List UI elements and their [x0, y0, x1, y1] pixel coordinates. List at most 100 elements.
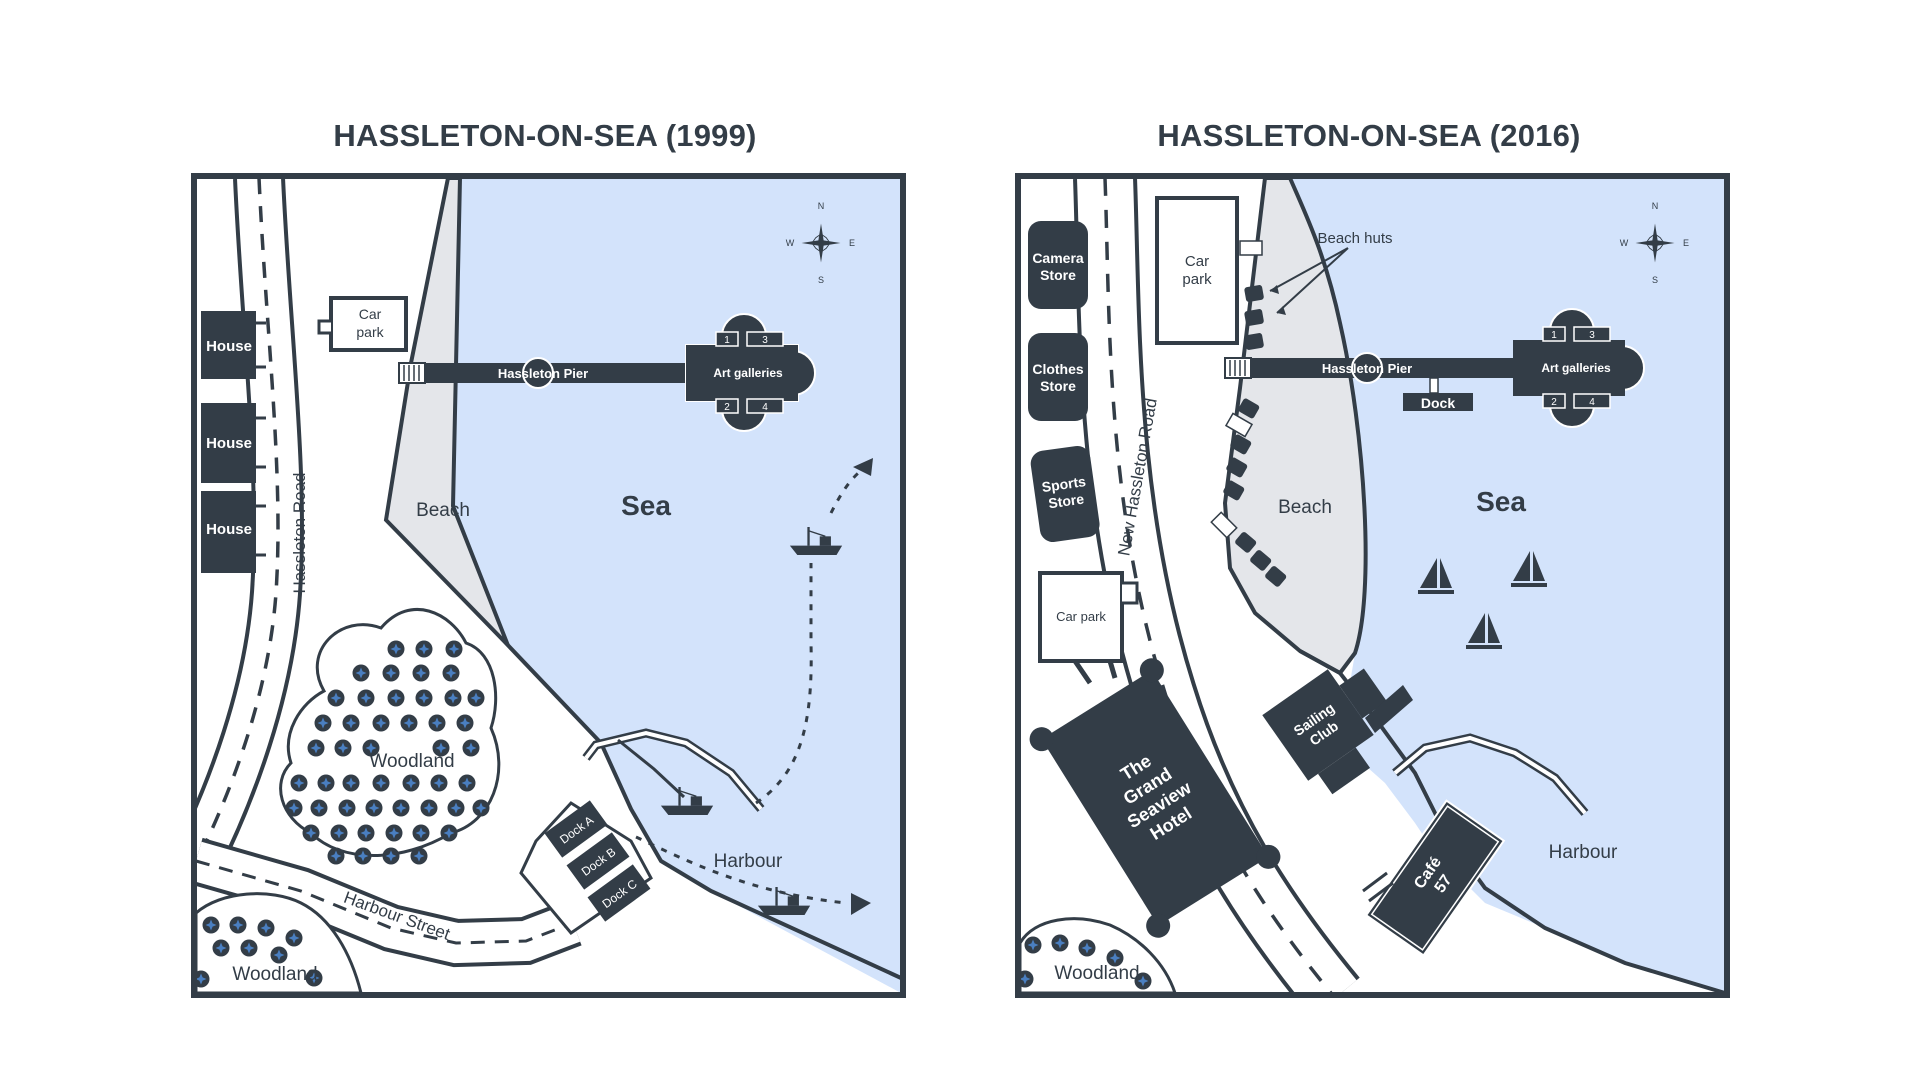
tree-icon [372, 714, 390, 732]
tree-icon [412, 664, 430, 682]
house-1: House [201, 311, 266, 379]
tree-icon [1024, 936, 1042, 954]
tree-icon [240, 939, 258, 957]
map-title-1999: HASSLETON-ON-SEA (1999) [333, 118, 757, 153]
tree-icon [354, 847, 372, 865]
svg-text:park: park [1182, 271, 1212, 288]
svg-text:3: 3 [1589, 330, 1595, 341]
tree-icon [365, 799, 383, 817]
svg-text:Sports: Sports [1041, 473, 1087, 495]
tree-icon [1106, 949, 1124, 967]
svg-text:Hassleton Pier: Hassleton Pier [498, 366, 588, 381]
tree-icon [327, 847, 345, 865]
car-park-bottom: Car park [1038, 571, 1139, 663]
woodland-small-trees [192, 916, 323, 988]
tree-icon [342, 774, 360, 792]
map-title-2016: HASSLETON-ON-SEA (2016) [1157, 118, 1581, 153]
sailboat-icon [1511, 551, 1547, 587]
svg-text:Car: Car [359, 306, 382, 322]
cafe-57: Café 57 [1364, 799, 1506, 957]
svg-text:House: House [206, 435, 252, 452]
svg-text:1: 1 [1551, 330, 1557, 341]
tree-icon [1134, 972, 1152, 990]
tree-icon [462, 739, 480, 757]
tree-icon [415, 689, 433, 707]
svg-text:park: park [356, 324, 384, 340]
tree-icon [285, 799, 303, 817]
tree-icon [202, 916, 220, 934]
tree-icon [1051, 934, 1069, 952]
svg-text:Camera: Camera [1032, 250, 1084, 266]
sea-label: Sea [621, 490, 671, 521]
clothes-store: Clothes Store [1028, 333, 1088, 421]
art-galleries: 1 3 2 4 Art galleries [1513, 308, 1645, 428]
sports-store: Sports Store [1030, 445, 1100, 543]
tree-icon [330, 824, 348, 842]
tree-icon [428, 714, 446, 732]
svg-text:2: 2 [724, 402, 730, 413]
svg-text:Car park: Car park [1056, 609, 1106, 624]
map-2016: New Hassleton Road Camera Store Clothes … [1015, 173, 1730, 998]
woodland-trees [285, 640, 490, 865]
svg-text:House: House [206, 521, 252, 538]
tree-icon [415, 640, 433, 658]
beach-label: Beach [1278, 497, 1332, 518]
tree-icon [440, 824, 458, 842]
svg-text:House: House [206, 338, 252, 355]
tree-icon [400, 714, 418, 732]
dock: Dock [1403, 377, 1473, 411]
tree-icon [1078, 939, 1096, 957]
tree-icon [402, 774, 420, 792]
tree-icon [382, 847, 400, 865]
beach-huts-pointer [1269, 247, 1349, 314]
house-2: House [201, 403, 266, 483]
svg-text:Store: Store [1040, 267, 1076, 283]
tree-icon [357, 824, 375, 842]
harbour-label: Harbour [1549, 842, 1618, 863]
art-galleries: 1 3 2 4 Art galleries [685, 313, 816, 432]
hassleton-pier: Hassleton Pier [398, 357, 689, 389]
tree-icon [412, 824, 430, 842]
svg-text:1: 1 [724, 335, 730, 346]
svg-text:Car: Car [1185, 253, 1209, 270]
tree-icon [458, 774, 476, 792]
svg-text:4: 4 [762, 402, 768, 413]
tree-icon [352, 664, 370, 682]
car-park: Car park [317, 296, 408, 352]
tree-icon [302, 824, 320, 842]
svg-text:S: S [818, 275, 824, 285]
tree-icon [387, 689, 405, 707]
camera-store: Camera Store [1028, 221, 1088, 309]
house-3: House [201, 491, 266, 573]
svg-text:Hassleton Pier: Hassleton Pier [1322, 361, 1412, 376]
woodland-label: Woodland [369, 751, 454, 772]
tree-icon [310, 799, 328, 817]
grand-seaview-hotel: The Grand Seaview Hotel [1029, 658, 1281, 938]
tree-icon [285, 929, 303, 947]
tree-icon [392, 799, 410, 817]
hassleton-pier: Hassleton Pier [1224, 352, 1515, 384]
tree-icon [212, 939, 230, 957]
tree-icon [334, 739, 352, 757]
beach-label: Beach [416, 500, 470, 521]
svg-text:Dock: Dock [1421, 395, 1455, 411]
tree-icon [342, 714, 360, 732]
tree-icon [410, 847, 428, 865]
tree-icon [307, 739, 325, 757]
tree-icon [382, 664, 400, 682]
svg-text:S: S [1652, 275, 1658, 285]
tree-icon [327, 689, 345, 707]
sea-label: Sea [1476, 486, 1526, 517]
tree-icon [445, 640, 463, 658]
tree-icon [290, 774, 308, 792]
svg-text:N: N [818, 201, 825, 211]
svg-text:2: 2 [1551, 397, 1557, 408]
tree-icon [472, 799, 490, 817]
tree-icon [372, 774, 390, 792]
svg-text:Store: Store [1047, 490, 1085, 511]
tree-icon [314, 714, 332, 732]
tree-icon [444, 689, 462, 707]
svg-text:E: E [1683, 238, 1689, 248]
map-frame [1015, 173, 1730, 998]
svg-text:Art galleries: Art galleries [1541, 361, 1611, 375]
